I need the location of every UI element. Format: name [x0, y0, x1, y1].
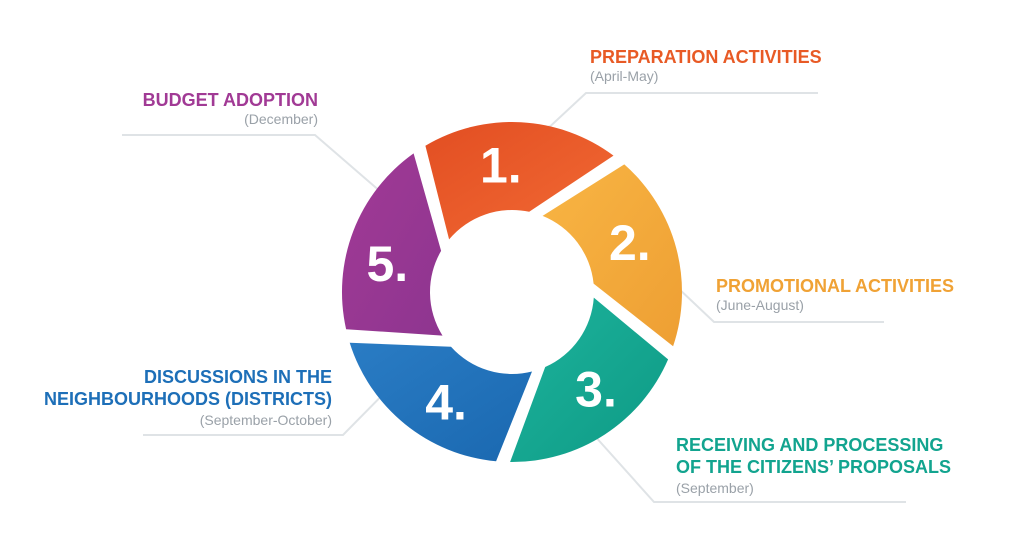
stage-1-period: (April-May)	[590, 68, 659, 84]
stage-4-title-line-2: NEIGHBOURHOODS (DISTRICTS)	[44, 389, 332, 409]
segment-2-number: 2.	[609, 215, 651, 271]
stage-5-title: BUDGET ADOPTION	[143, 91, 318, 109]
segment-4-number: 4.	[425, 375, 467, 431]
connector-1	[538, 92, 818, 138]
connector-5	[122, 134, 400, 209]
stage-3-title: RECEIVING AND PROCESSING OF THE CITIZENS…	[676, 434, 951, 478]
segment-1	[425, 121, 614, 240]
segment-3-number: 3.	[575, 362, 617, 418]
stage-2-label: PROMOTIONAL ACTIVITIES (June-August)	[716, 277, 954, 312]
stage-1-title-line: PREPARATION ACTIVITIES	[590, 47, 822, 67]
stage-1-label: PREPARATION ACTIVITIES (April-May)	[590, 48, 822, 83]
stage-5-label: BUDGET ADOPTION (December)	[143, 91, 318, 126]
segment-2	[542, 164, 682, 347]
segment-1-number: 1.	[480, 138, 522, 194]
stage-5-title-line: BUDGET ADOPTION	[142, 90, 318, 110]
segment-4	[349, 342, 532, 462]
stage-5-period: (December)	[244, 111, 318, 127]
stage-4-period: (September-October)	[199, 412, 332, 428]
cycle-ring: 1. 2. 3. 4. 5.	[341, 121, 682, 463]
segment-5-number: 5.	[366, 236, 408, 292]
stage-3-period: (September)	[676, 480, 754, 496]
stage-2-title: PROMOTIONAL ACTIVITIES	[716, 277, 954, 295]
stage-4-title: DISCUSSIONS IN THE NEIGHBOURHOODS (DISTR…	[44, 366, 332, 410]
segment-5	[341, 153, 443, 336]
stage-4-title-line-1: DISCUSSIONS IN THE	[143, 367, 332, 387]
stage-3-title-line-2: OF THE CITIZENS’ PROPOSALS	[676, 457, 952, 477]
stage-4-label: DISCUSSIONS IN THE NEIGHBOURHOODS (DISTR…	[44, 366, 332, 427]
stage-2-period: (June-August)	[716, 297, 804, 313]
stage-1-title: PREPARATION ACTIVITIES	[590, 48, 822, 66]
stage-3-label: RECEIVING AND PROCESSING OF THE CITIZENS…	[676, 434, 951, 495]
stage-2-title-line: PROMOTIONAL ACTIVITIES	[716, 276, 955, 296]
segment-3	[510, 297, 669, 463]
stage-3-title-line-1: RECEIVING AND PROCESSING	[676, 435, 944, 455]
